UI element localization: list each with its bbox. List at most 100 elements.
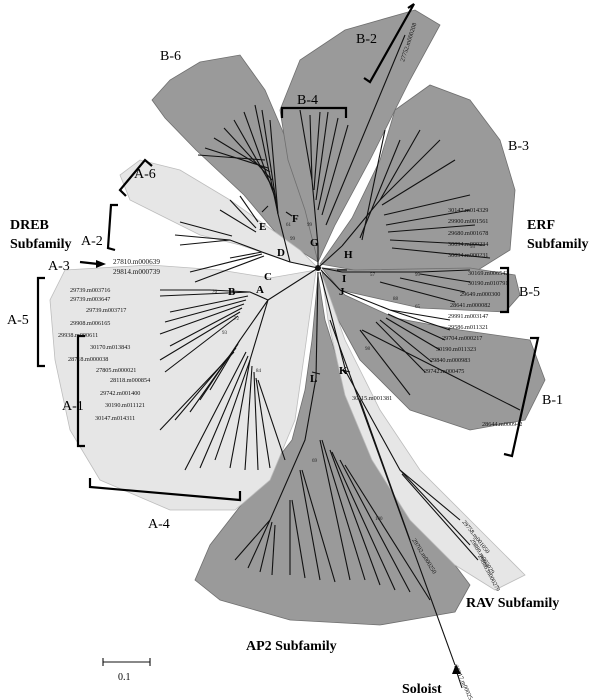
tip-label: 30147.m014311	[95, 415, 135, 422]
branch-root-a	[267, 267, 319, 301]
bracket-b1	[503, 336, 540, 458]
svg-text:99: 99	[307, 223, 313, 228]
node-label-f: F	[292, 213, 299, 225]
family-label-soloist: Soloist	[402, 682, 442, 697]
svg-text:61: 61	[286, 223, 292, 228]
node-label-b: B	[228, 286, 236, 298]
family-label-rav: RAV Subfamily	[466, 596, 559, 611]
group-label-b2: B-2	[356, 32, 377, 47]
svg-text:65: 65	[415, 305, 421, 310]
tip-label: 28118.m000854	[110, 377, 150, 384]
tip-label: 30190.m011323	[436, 346, 476, 353]
tip-label: 30170.m013843	[90, 344, 130, 351]
tip-label: 30094.m000231	[448, 252, 488, 259]
tip-label: 29742.m001400	[100, 390, 140, 397]
group-label-a5: A-5	[7, 313, 29, 328]
branch-c-d	[261, 251, 291, 263]
node-label-l: L	[310, 373, 317, 385]
svg-text:84: 84	[256, 369, 262, 374]
tip-label: 27810.m000639	[113, 258, 160, 266]
bracket-b2	[363, 3, 415, 84]
a1-branch-fan	[159, 299, 269, 431]
svg-text:72: 72	[234, 317, 240, 322]
group-labels: B-6 B-2 B-4 B-3 B-5 B-1 A-6 A-2 A-3 A-5 …	[7, 32, 563, 532]
group-label-b4: B-4	[297, 93, 318, 108]
a4-branch-fan	[184, 299, 286, 471]
svg-text:93: 93	[470, 245, 476, 250]
b5-branch-fan	[342, 269, 471, 303]
svg-text:99: 99	[415, 273, 421, 278]
b2-b4-branch-fan	[299, 34, 406, 247]
soloist-arrow-head	[452, 664, 461, 674]
svg-text:98: 98	[365, 347, 371, 352]
branch-root-l	[315, 271, 319, 379]
tip-label: 29814.m000739	[113, 268, 160, 276]
tip-label: 29739.m003716	[70, 287, 110, 294]
b1-clade-region	[321, 270, 546, 431]
tip-label: 29840.m000983	[430, 357, 470, 364]
bracket-a1	[76, 334, 85, 448]
tip-label: 30190.m011121	[105, 402, 145, 409]
branch-root-h	[319, 245, 343, 267]
bootstrap-values: 76 72 93 84 61 99 57 99 88 65 98 69 100 …	[212, 223, 476, 522]
tip-label: 30115.m001381	[352, 395, 392, 402]
group-label-b5: B-5	[519, 285, 540, 300]
tip-label: 28641.m000082	[450, 302, 490, 309]
a2-a6-branch-fan	[174, 195, 265, 283]
svg-text:57: 57	[370, 273, 376, 278]
b1-branch-fan	[339, 289, 521, 411]
tip-label: 27805.m000021	[96, 367, 136, 374]
node-label-j: J	[339, 286, 345, 298]
rav-clade-region	[321, 274, 526, 591]
group-label-a1: A-1	[62, 399, 84, 414]
tip-label: 30094.m000234	[448, 241, 488, 248]
tip-label: 30217.m000254	[452, 664, 475, 700]
bracket-a2	[106, 203, 118, 252]
svg-text:69: 69	[312, 459, 318, 464]
svg-text:93: 93	[222, 331, 228, 336]
svg-text:76: 76	[212, 290, 218, 295]
b6-branch-fan	[197, 104, 291, 263]
tip-label: 29991.m003147	[448, 313, 488, 320]
tip-label: 29680.m001678	[448, 230, 488, 237]
group-label-b3: B-3	[508, 139, 529, 154]
b3-branch-fan	[341, 129, 491, 259]
family-label-erf-1: ERF	[527, 218, 555, 233]
group-label-a4: A-4	[148, 517, 170, 532]
tip-label: 29938.m000611	[58, 332, 98, 339]
node-ticks	[261, 205, 351, 375]
tip-label: 30190.m010791	[468, 280, 508, 287]
tip-label: 29704.m000217	[442, 335, 482, 342]
node-labels: A B C D E F G H I J K L	[228, 213, 353, 385]
group-label-b1: B-1	[542, 393, 563, 408]
branch-root-i	[321, 267, 343, 273]
group-label-a6: A-6	[134, 167, 156, 182]
node-label-g: G	[310, 237, 319, 249]
tip-label: 29586.m011321	[448, 324, 488, 331]
node-label-h: H	[344, 249, 353, 261]
scale-bar: 0.1	[102, 658, 151, 683]
branch-root-c	[289, 261, 319, 269]
family-label-dreb-2: Subfamily	[10, 237, 71, 252]
bracket-b5	[500, 266, 510, 314]
node-label-k: K	[339, 365, 348, 377]
ap2-branch-fan	[234, 377, 431, 601]
group-label-b6: B-6	[160, 49, 181, 64]
b5-clade-region	[321, 267, 521, 313]
bracket-a6	[118, 158, 153, 197]
bracket-b4	[280, 106, 348, 118]
bracket-a5	[36, 276, 45, 368]
family-labels: DREB Subfamily ERF Subfamily AP2 Subfami…	[10, 218, 588, 697]
arrow-a3	[79, 260, 99, 266]
tip-label: 28644.m000942	[482, 421, 522, 428]
tip-label: 29908.m006165	[70, 320, 110, 327]
group-label-a3: A-3	[48, 259, 70, 274]
svg-text:88: 88	[393, 297, 399, 302]
family-label-erf-2: Subfamily	[527, 237, 588, 252]
svg-text:100: 100	[375, 517, 383, 522]
arrow-a3-head	[96, 260, 106, 268]
group-label-a2: A-2	[81, 234, 103, 249]
a5-branch-fan	[159, 289, 269, 373]
